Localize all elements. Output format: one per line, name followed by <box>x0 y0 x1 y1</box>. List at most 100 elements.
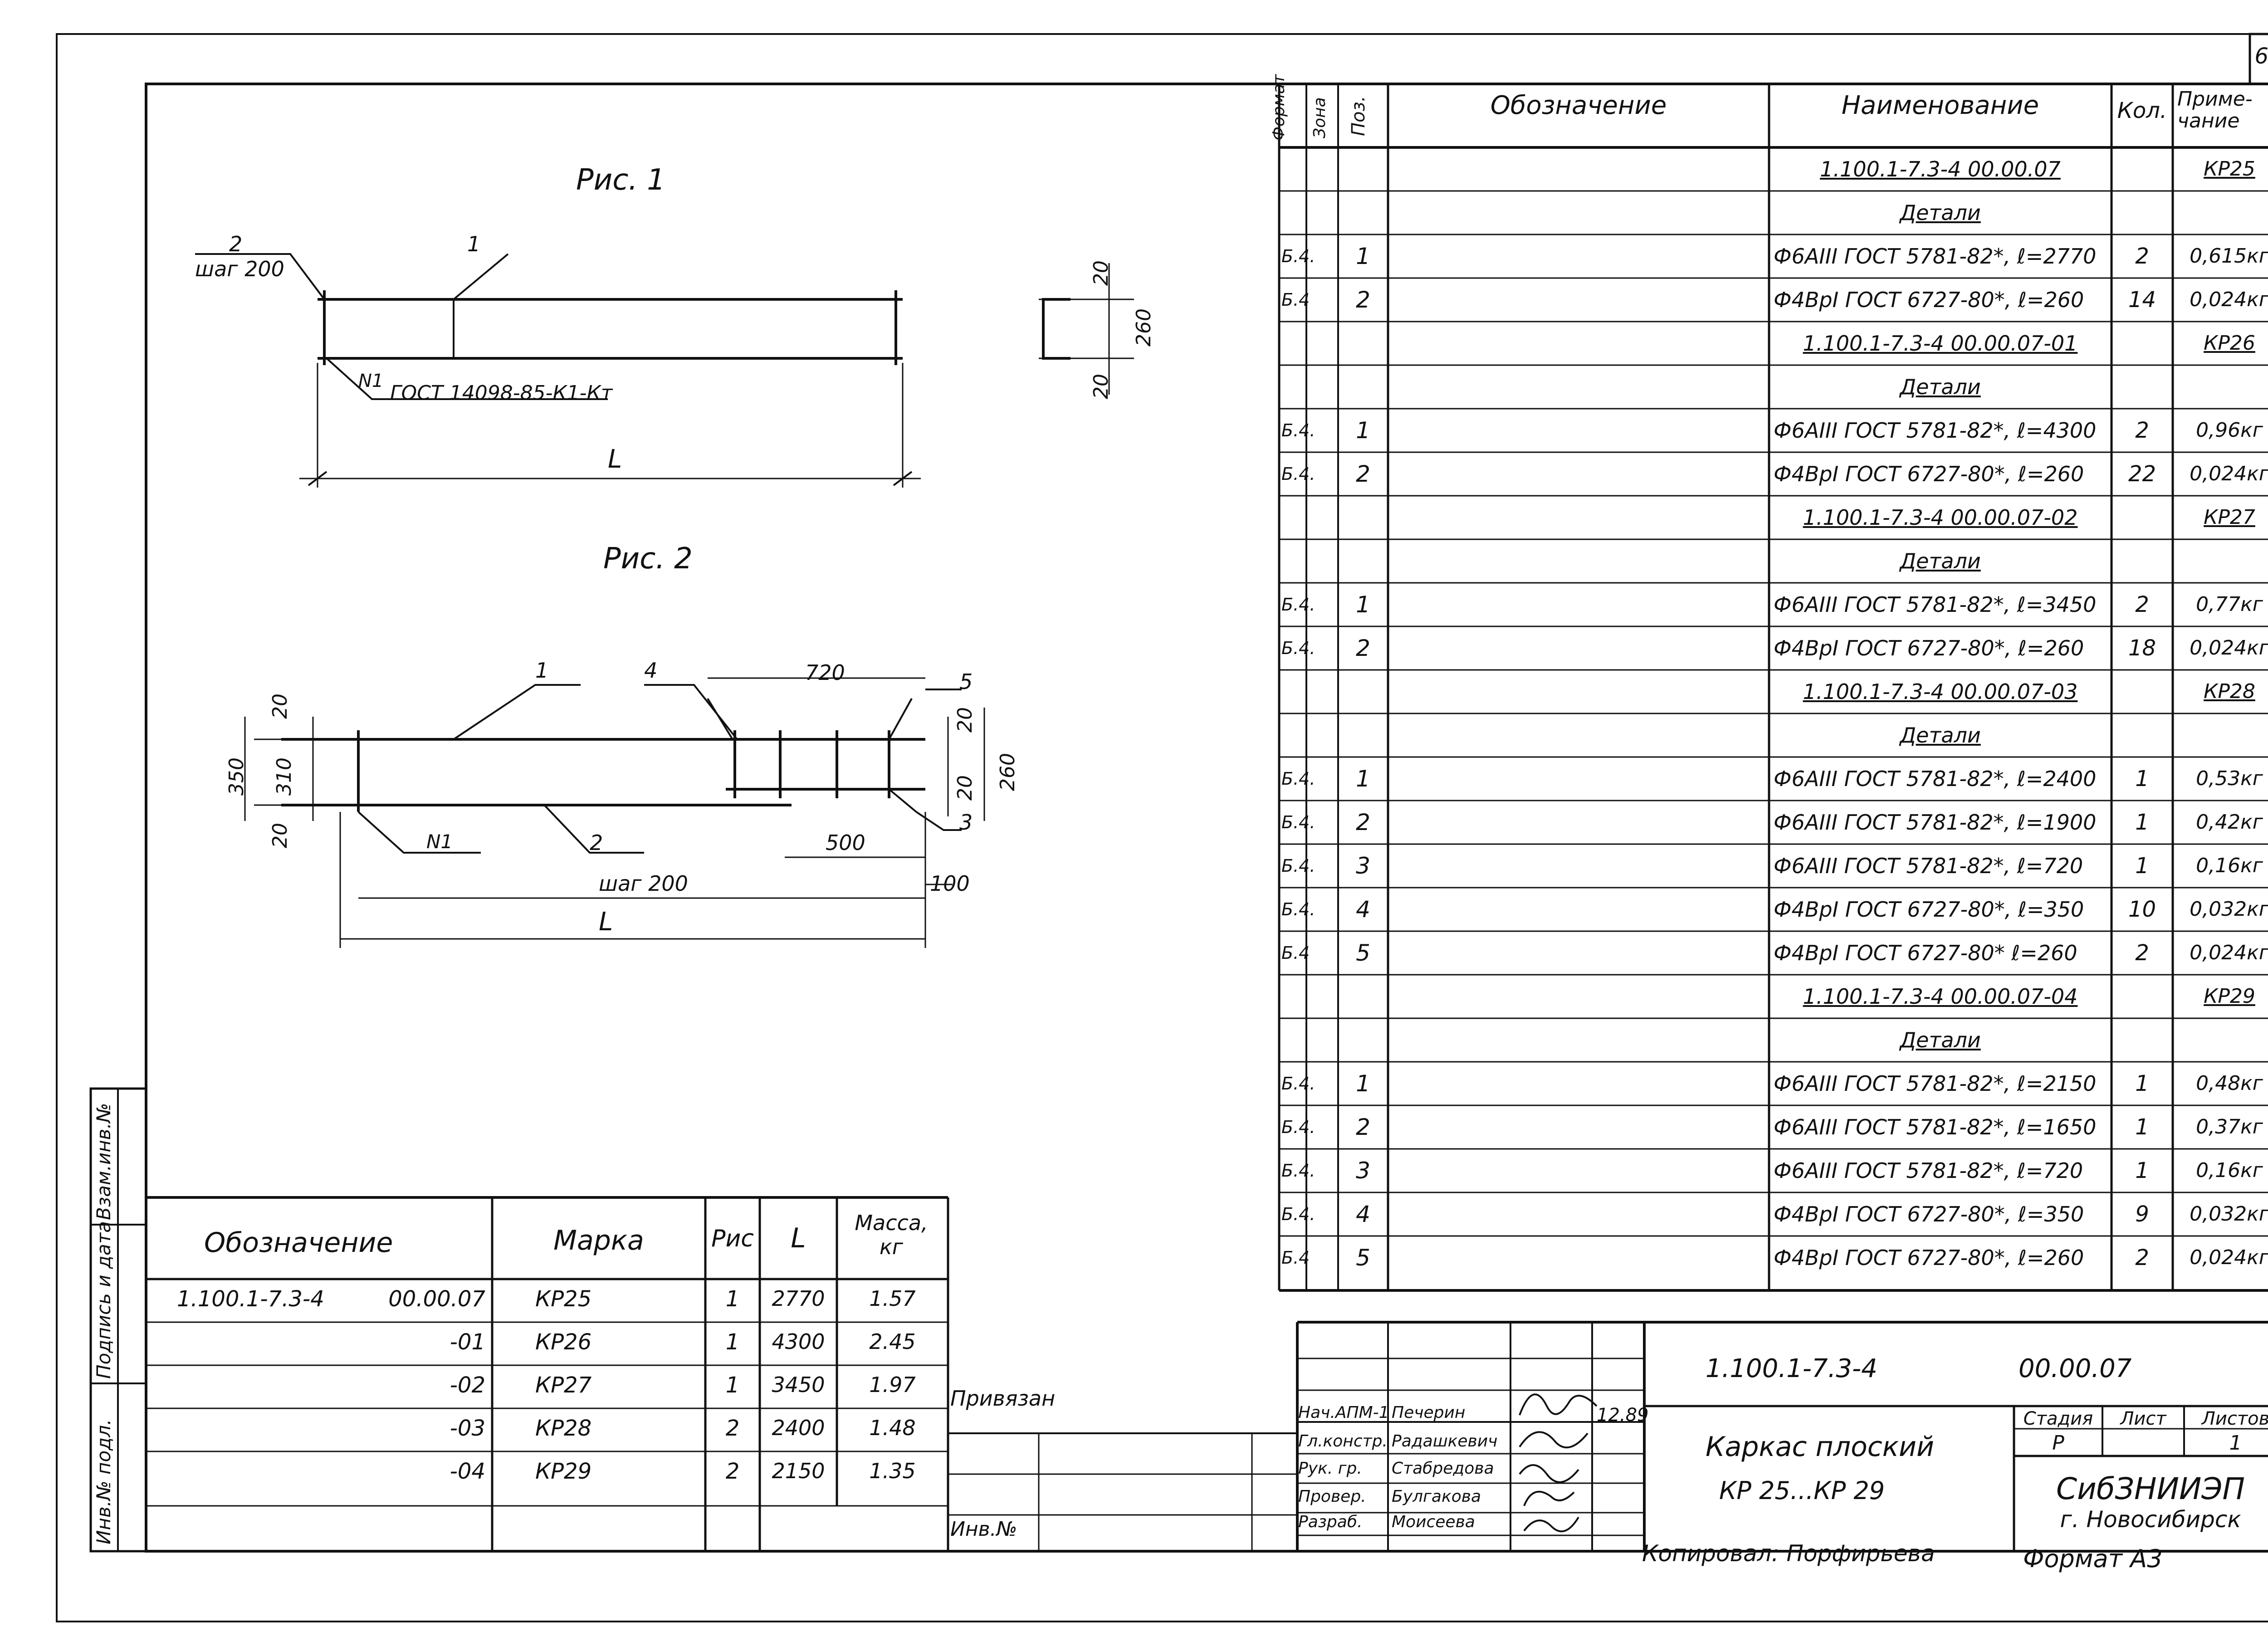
spec-row-format: Б.4. <box>1281 812 1315 832</box>
spec-row-note: 0,024кг <box>2190 462 2268 485</box>
spec-row-format: Б.4. <box>1281 1074 1315 1094</box>
figure2-dim-720: 720 <box>805 660 845 685</box>
spec-row-format: Б.4. <box>1281 464 1315 484</box>
spec-row-qty: 1 <box>2135 766 2149 791</box>
spec-row-name: Детали <box>1900 200 1981 225</box>
marks-row-length: 4300 <box>772 1329 825 1354</box>
spec-header-designation: Обозначение <box>1490 91 1667 120</box>
side-label-sign-date: Подпись и дата <box>93 1221 115 1379</box>
spec-row-pos: 2 <box>1356 1114 1370 1140</box>
spec-row-qty: 2 <box>2135 592 2149 617</box>
spec-row-qty: 1 <box>2135 1114 2149 1140</box>
marks-row-mark: КР28 <box>535 1416 592 1441</box>
figure2-pos1: 1 <box>535 658 549 683</box>
spec-row-note: 0,615кг <box>2190 244 2268 268</box>
spec-row-format: Б.4. <box>1281 1204 1315 1224</box>
figure2-dim-20d: 20 <box>953 775 977 801</box>
spec-row-pos: 1 <box>1356 417 1370 444</box>
spec-row-name: Детали <box>1900 549 1981 573</box>
spec-row-pos: 2 <box>1356 635 1370 661</box>
marks-row-length: 2400 <box>772 1416 825 1440</box>
spec-row-name: Ф6AIII ГОСТ 5781-82*, ℓ=4300 <box>1774 418 2097 443</box>
title-block-grid <box>1296 1321 2268 1551</box>
spec-row-qty: 10 <box>2128 897 2156 922</box>
figure1-dim-20a: 20 <box>1090 260 1113 286</box>
spec-row-name: Детали <box>1900 1028 1981 1052</box>
spec-row-note: 0,16кг <box>2196 854 2263 877</box>
spec-row-name: Ф6AIII ГОСТ 5781-82*, ℓ=2400 <box>1774 767 2097 791</box>
spec-row-pos: 1 <box>1356 243 1370 269</box>
signature-role: Разраб. <box>1298 1513 1363 1531</box>
title-line1: Каркас плоский <box>1706 1431 1935 1463</box>
marks-row-mass: 1.35 <box>869 1459 916 1483</box>
spec-row-qty: 22 <box>2128 461 2156 487</box>
spec-header-format: Формат <box>1270 74 1288 141</box>
spec-row-note: КР28 <box>2204 680 2255 703</box>
figure2-dim-20c: 20 <box>953 707 977 733</box>
title-sheet-header: Лист <box>2120 1408 2166 1429</box>
marks-row-mass: 2.45 <box>869 1329 916 1354</box>
spec-row-name: Ф4ВрI ГОСТ 6727-80*, ℓ=260 <box>1774 462 2084 486</box>
spec-row-note: КР27 <box>2204 506 2255 529</box>
title-code: 1.100.1-7.3-4 <box>1706 1354 1877 1383</box>
figure2-step: шаг 200 <box>599 871 688 896</box>
spec-row-qty: 1 <box>2135 1158 2149 1183</box>
spec-row-format: Б.4. <box>1281 420 1315 440</box>
marks-header-designation: Обозначение <box>204 1227 393 1259</box>
signature-name: Стабредова <box>1392 1459 1494 1478</box>
marks-row-mark: КР25 <box>535 1286 592 1312</box>
figure2-pos5: 5 <box>959 669 973 694</box>
spec-row-name: Ф4ВрI ГОСТ 6727-80*, ℓ=260 <box>1774 1246 2084 1270</box>
spec-row-note: 0,53кг <box>2196 767 2263 790</box>
spec-row-note: КР25 <box>2204 157 2255 181</box>
marks-row-length: 3450 <box>772 1373 825 1397</box>
spec-header-pos: Поз. <box>1348 96 1369 136</box>
figure2-title: Рис. 2 <box>603 542 693 576</box>
spec-row-note: 0,024кг <box>2190 636 2268 659</box>
spec-row-qty: 9 <box>2135 1202 2149 1227</box>
signature-role: Провер. <box>1298 1487 1366 1506</box>
spec-row-note: 0,42кг <box>2196 811 2263 834</box>
figure2-n1: N1 <box>426 830 453 853</box>
spec-row-note: 0,16кг <box>2196 1159 2263 1182</box>
figure1-step: шаг 200 <box>195 257 284 281</box>
marks-row-designation: 1.100.1-7.3-4 <box>177 1286 324 1312</box>
marks-row-fig: 1 <box>725 1373 740 1398</box>
spec-row-qty: 14 <box>2128 287 2156 313</box>
figure2-dim-20a: 20 <box>269 694 292 719</box>
marks-row-fig: 1 <box>725 1286 740 1312</box>
spec-row-format: Б.4. <box>1281 246 1315 266</box>
spec-row-pos: 2 <box>1356 461 1370 487</box>
marks-row-suffix: -02 <box>450 1373 485 1398</box>
side-label-vzam-inv: Взам.инв.№ <box>93 1103 115 1220</box>
spec-row-pos: 2 <box>1356 809 1370 835</box>
signature-role: Нач.АПМ-1 <box>1298 1403 1389 1422</box>
spec-row-note: 0,024кг <box>2190 941 2268 964</box>
spec-row-pos: 1 <box>1356 591 1370 618</box>
figure1-pos2: 2 <box>229 232 243 256</box>
marks-header-length: L <box>791 1222 806 1254</box>
marks-row-suffix: -01 <box>450 1329 485 1355</box>
figure2-pos3: 3 <box>959 810 973 835</box>
marks-row-mass: 1.57 <box>869 1286 916 1311</box>
spec-row-name: Ф4ВрI ГОСТ 6727-80* ℓ=260 <box>1774 941 2077 965</box>
title-date: 12.89 <box>1597 1405 1649 1426</box>
spec-row-name: Ф4ВрI ГОСТ 6727-80*, ℓ=260 <box>1774 288 2084 312</box>
marks-header-fig: Рис <box>711 1225 754 1252</box>
spec-row-format: Б.4. <box>1281 899 1315 919</box>
spec-row-pos: 4 <box>1356 896 1370 923</box>
marks-row-length: 2770 <box>772 1286 825 1311</box>
spec-row-name: Ф4ВрI ГОСТ 6727-80*, ℓ=350 <box>1774 897 2084 922</box>
spec-row-qty: 2 <box>2135 1245 2149 1270</box>
binding-label: Привязан <box>950 1386 1056 1411</box>
figure1-n1: N1 <box>358 371 384 391</box>
figure1-title: Рис. 1 <box>576 163 665 197</box>
figure1-pos1: 1 <box>467 232 481 256</box>
spec-row-format: Б.4 <box>1281 290 1310 310</box>
title-org: СибЗНИИЭП <box>2056 1471 2245 1506</box>
title-sheets: 1 <box>2229 1431 2242 1455</box>
spec-row-name: 1.100.1-7.3-4 00.00.07-02 <box>1803 505 2078 530</box>
figure1-dim-20b: 20 <box>1090 374 1113 399</box>
figure2-length: L <box>599 907 613 937</box>
figure2-pos2: 2 <box>590 830 603 855</box>
